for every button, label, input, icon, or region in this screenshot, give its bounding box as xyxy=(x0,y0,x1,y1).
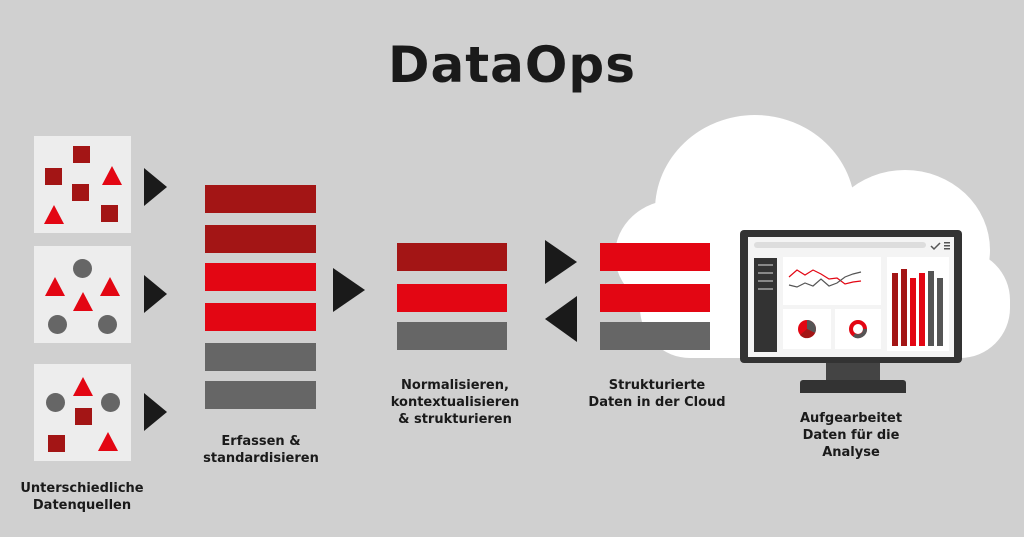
circle-shape xyxy=(101,393,120,412)
data-bar xyxy=(600,284,710,312)
circle-shape xyxy=(48,315,67,334)
diagram-title: DataOps xyxy=(388,36,636,94)
circle-shape xyxy=(46,393,65,412)
square-shape xyxy=(101,205,118,222)
square-shape xyxy=(72,184,89,201)
triangle-shape xyxy=(73,377,93,396)
arrow-right-icon xyxy=(545,240,577,284)
arrow-right-icon xyxy=(144,168,167,206)
data-bar xyxy=(205,343,316,371)
check-icon xyxy=(930,242,941,251)
data-bar xyxy=(205,381,316,409)
arrow-right-icon xyxy=(144,393,167,431)
data-bar xyxy=(600,243,710,271)
label-normalize: Normalisieren, kontextualisieren & struk… xyxy=(390,378,520,427)
data-bar xyxy=(397,243,507,271)
menu-icon xyxy=(944,242,950,250)
monitor xyxy=(740,230,962,363)
data-bar xyxy=(397,322,507,350)
data-bar xyxy=(205,263,316,291)
label-cloud: Strukturierte Daten in der Cloud xyxy=(588,378,726,410)
triangle-shape xyxy=(44,205,64,224)
source-box-3 xyxy=(34,364,131,461)
source-box-1 xyxy=(34,136,131,233)
dashboard-screen xyxy=(748,237,954,357)
triangle-shape xyxy=(102,166,122,185)
square-shape xyxy=(45,168,62,185)
label-capture: Erfassen & standardisieren xyxy=(203,434,319,466)
triangle-shape xyxy=(73,292,93,311)
monitor-stand-neck xyxy=(826,362,880,381)
triangle-shape xyxy=(45,277,65,296)
line-chart-panel xyxy=(783,257,881,305)
arrow-right-icon xyxy=(144,275,167,313)
data-bar xyxy=(205,225,316,253)
arrow-right-icon xyxy=(333,268,365,312)
triangle-shape xyxy=(98,432,118,451)
triangle-shape xyxy=(100,277,120,296)
label-analysis: Aufgearbeitet Daten für die Analyse xyxy=(799,411,903,460)
data-bar xyxy=(600,322,710,350)
data-bar xyxy=(205,303,316,331)
source-box-2 xyxy=(34,246,131,343)
data-bar xyxy=(205,185,316,213)
square-shape xyxy=(73,146,90,163)
donut-panel xyxy=(835,309,881,349)
circle-shape xyxy=(98,315,117,334)
monitor-stand-base xyxy=(800,380,906,393)
square-shape xyxy=(48,435,65,452)
label-sources: Unterschiedliche Datenquellen xyxy=(20,481,144,513)
data-bar xyxy=(397,284,507,312)
arrow-left-icon xyxy=(545,296,577,342)
square-shape xyxy=(75,408,92,425)
circle-shape xyxy=(73,259,92,278)
